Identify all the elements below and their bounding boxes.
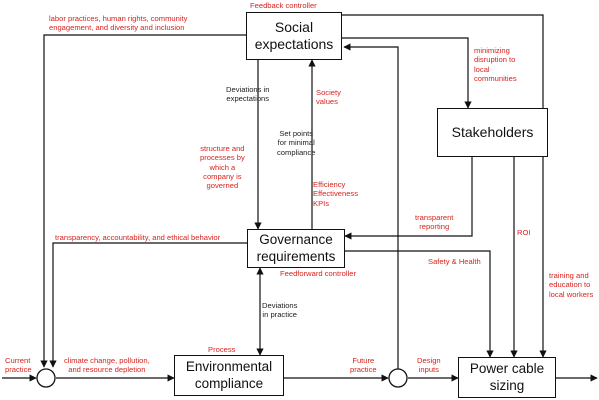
environmental-compliance-label: Environmental compliance [185,359,273,391]
deviations-in-practice-label: Deviations in practice [262,301,298,320]
labor-practices-label: labor practices, human rights, community… [49,14,188,33]
deviations-in-expectations-label: Deviations in expectations [226,85,270,104]
power-cable-sizing-label: Power cable sizing [469,361,545,393]
stakeholders-box: Stakeholders [437,108,548,157]
stakeholders-to-governance-line [344,157,473,240]
efficiency-effectiveness-kpis-label: Efficiency Effectiveness KPIs [313,180,359,208]
social-expectations-label: Social expectations [254,19,334,52]
social-to-junction-line [40,34,246,368]
transparency-label: transparency, accountability, and ethica… [55,233,221,242]
social-to-stakeholders-line [342,37,472,109]
governance-requirements-box: Governance requirements [247,229,345,268]
society-values-label: Society values [316,88,341,107]
climate-change-label: climate change, pollution, and resource … [64,356,150,375]
current-practice-label: Current practice [5,356,32,375]
minimizing-disruption-label: minimizing disruption to local communiti… [474,46,517,83]
process-label: Process [208,345,236,354]
training-education-label: training and education to local workers [549,271,594,299]
future-practice-label: Future practice [350,356,377,375]
governance-to-junction-line [49,242,247,368]
environmental-compliance-box: Environmental compliance [174,355,284,396]
social-to-power-line [342,14,547,358]
feedforward-controller-label: Feedforward controller [280,269,356,278]
structure-processes-label: structure and processes by which a compa… [200,144,245,190]
power-cable-sizing-box: Power cable sizing [458,357,556,398]
left-summing-junction [36,368,56,388]
feedback-controller-label: Feedback controller [250,1,317,10]
set-points-label: Set points for minimal compliance [277,129,316,157]
transparent-reporting-label: transparent reporting [415,213,454,232]
social-expectations-box: Social expectations [246,12,342,60]
governance-to-power-line [345,250,494,358]
feedback-to-social-line [343,43,399,369]
stakeholders-label: Stakeholders [451,124,534,141]
governance-requirements-label: Governance requirements [256,232,336,264]
roi-label: ROI [517,228,531,237]
design-inputs-label: Design inputs [417,356,441,375]
safety-health-label: Safety & Health [428,257,481,266]
right-summing-junction [388,368,408,388]
